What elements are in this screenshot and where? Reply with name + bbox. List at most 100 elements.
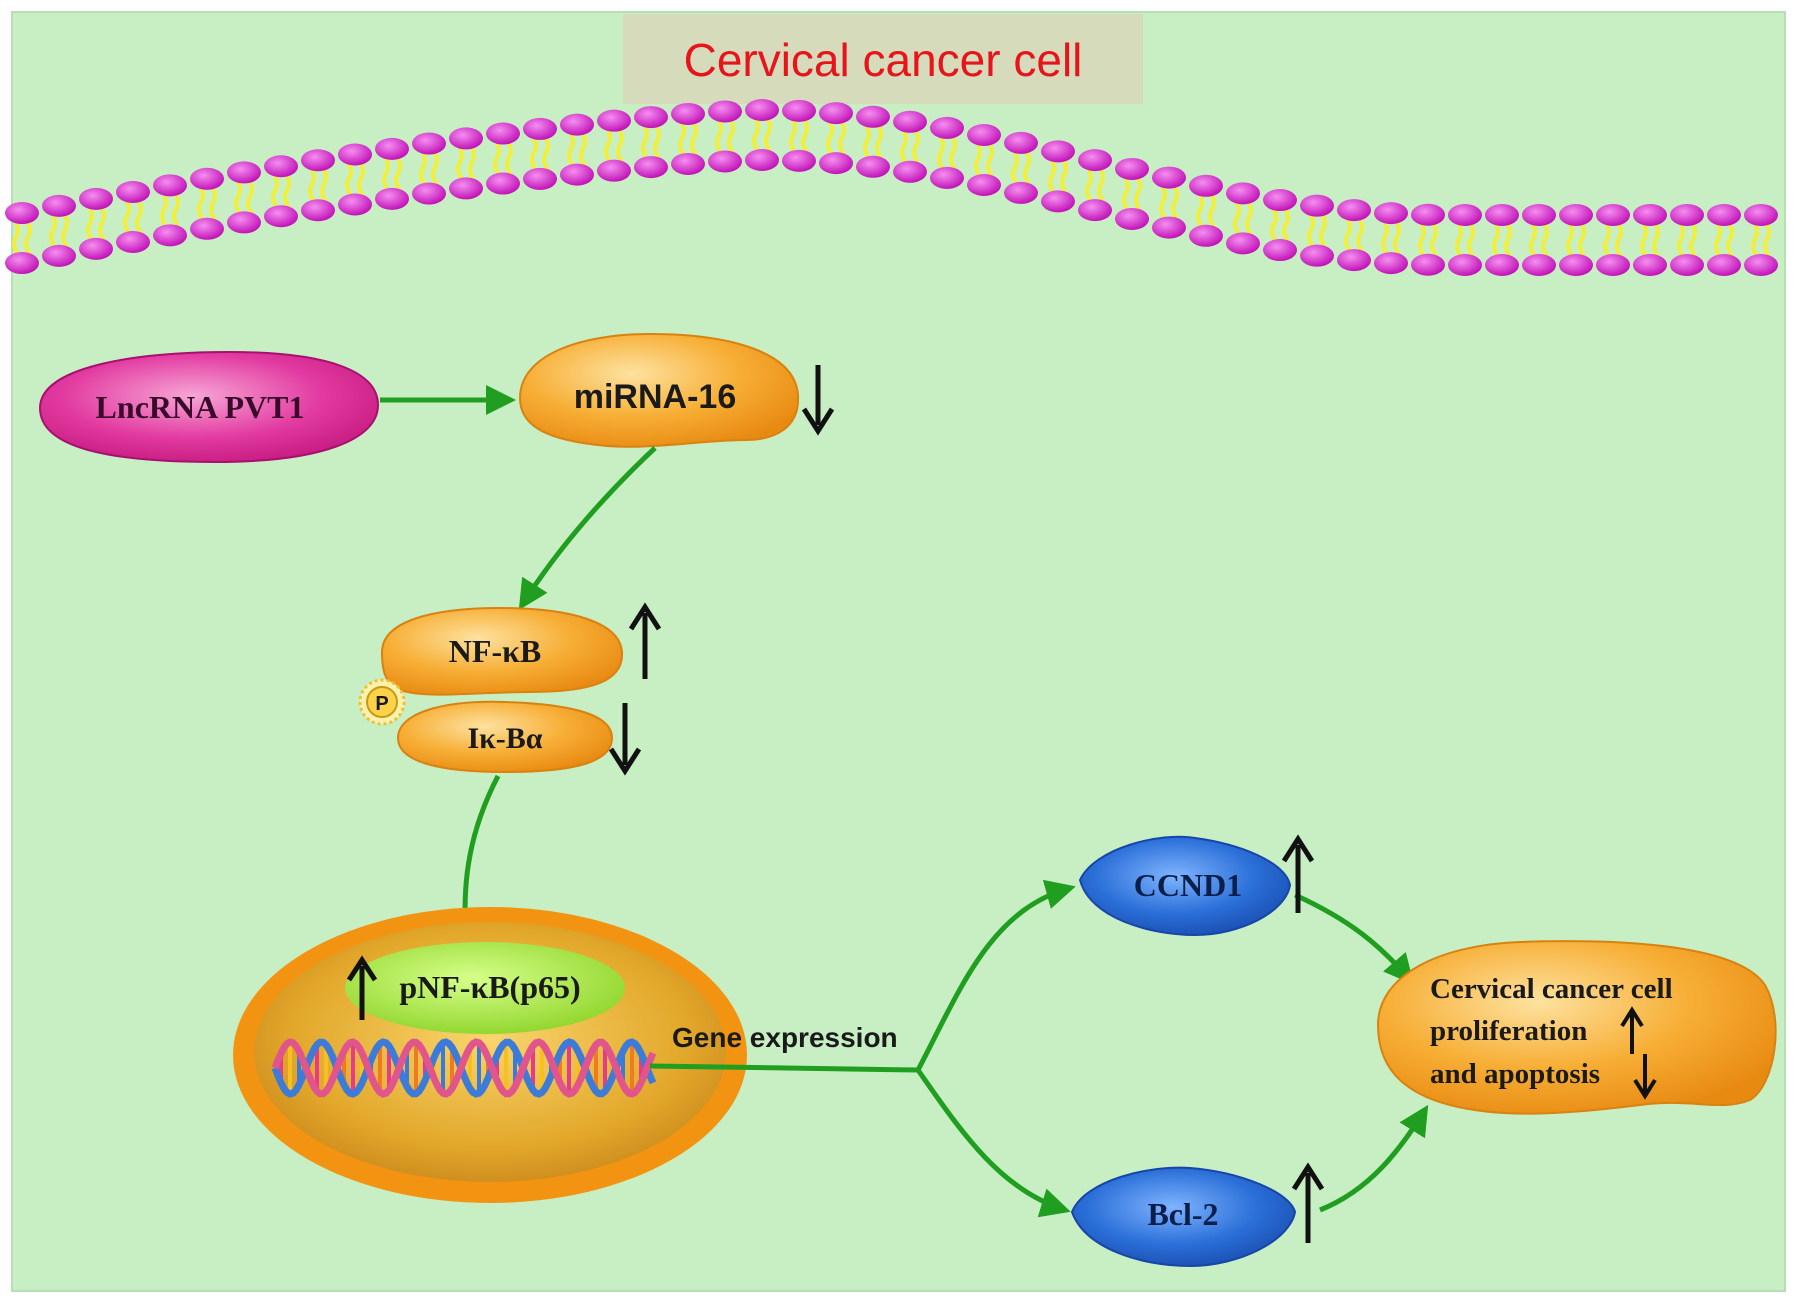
mirna-16-label: miRNA-16 xyxy=(574,378,736,416)
membrane-head xyxy=(190,167,224,190)
membrane-head xyxy=(301,149,335,172)
membrane-head xyxy=(1670,204,1704,226)
phospho-label: P xyxy=(375,693,388,715)
membrane-head xyxy=(893,160,927,183)
membrane-head xyxy=(338,193,372,216)
gene-expression-label: Gene expression xyxy=(672,1022,898,1053)
membrane-head xyxy=(1522,254,1556,276)
membrane-head xyxy=(1374,202,1408,225)
lncrna-pvt1-label: LncRNA PVT1 xyxy=(96,389,305,425)
ikba-label: Iκ-Bα xyxy=(467,722,542,755)
membrane-head xyxy=(560,113,594,136)
membrane-head xyxy=(782,149,816,172)
membrane-head xyxy=(1226,182,1260,205)
membrane-head xyxy=(523,167,557,190)
membrane-head xyxy=(42,194,76,217)
membrane-head xyxy=(634,106,668,129)
membrane-head xyxy=(745,149,779,172)
nfkb-label: NF-κB xyxy=(449,633,541,669)
membrane-head xyxy=(375,187,409,210)
outcome-line2: proliferation xyxy=(1430,1015,1587,1047)
membrane-head xyxy=(856,155,890,178)
membrane-head xyxy=(1707,204,1741,226)
ccnd1-node: CCND1 xyxy=(1078,835,1292,937)
membrane-head xyxy=(1115,157,1149,180)
ikba-node: Iκ-Bα xyxy=(396,700,614,774)
membrane-head xyxy=(449,127,483,150)
membrane-head xyxy=(930,116,964,139)
membrane-head xyxy=(301,199,335,222)
membrane-head xyxy=(597,109,631,132)
membrane-head xyxy=(1004,131,1038,154)
membrane-head xyxy=(1041,140,1075,163)
membrane-head xyxy=(1152,216,1186,239)
membrane-head xyxy=(264,155,298,178)
membrane-head xyxy=(375,137,409,160)
membrane-head xyxy=(1411,253,1445,276)
membrane-head xyxy=(1670,254,1704,276)
arrow-dna-to-branch xyxy=(649,1063,919,1073)
membrane-head xyxy=(634,156,668,179)
membrane-head xyxy=(486,172,520,195)
membrane-head xyxy=(1485,204,1519,226)
membrane-head xyxy=(1152,166,1186,189)
membrane-head xyxy=(745,99,779,122)
nfkb-node: NF-κB xyxy=(380,606,624,696)
arrow-to-bcl2 xyxy=(915,1068,1071,1218)
membrane-head xyxy=(153,224,187,247)
membrane-head xyxy=(1041,190,1075,213)
membrane-head xyxy=(819,102,853,125)
membrane-head xyxy=(449,177,483,200)
ccnd1-up-arrow xyxy=(1281,834,1315,913)
membrane-head xyxy=(153,174,187,197)
mirna-down-arrow xyxy=(801,365,835,436)
membrane-head xyxy=(1300,244,1334,267)
membrane-head xyxy=(671,152,705,175)
title-box xyxy=(623,14,1143,104)
membrane-head xyxy=(1078,149,1112,172)
mirna-16-node: miRNA-16 xyxy=(518,332,800,448)
membrane-head xyxy=(1078,199,1112,222)
arrow-mirna-to-nfkb xyxy=(518,446,657,611)
membrane-head xyxy=(930,166,964,189)
outcome-node: Cervical cancer cell proliferation and a… xyxy=(1376,940,1777,1115)
membrane-head xyxy=(1337,249,1371,272)
bcl2-node: Bcl-2 xyxy=(1070,1166,1297,1268)
membrane-head xyxy=(79,237,113,260)
membrane-head xyxy=(1226,232,1260,255)
lncrna-pvt1-node: LncRNA PVT1 xyxy=(38,350,380,464)
pnfkb-label: pNF-κB(p65) xyxy=(399,969,580,1005)
membrane-head xyxy=(597,159,631,182)
bcl2-label: Bcl-2 xyxy=(1147,1196,1218,1232)
arrow-bcl2-to-outcome xyxy=(1319,1104,1429,1213)
membrane-head xyxy=(227,211,261,234)
membrane-head xyxy=(338,143,372,166)
membrane-head xyxy=(1448,254,1482,276)
membrane-head xyxy=(264,205,298,228)
outcome-line3: and apoptosis xyxy=(1430,1058,1600,1090)
membrane-head xyxy=(412,182,446,205)
cell-membrane xyxy=(5,99,1778,276)
membrane-head xyxy=(42,244,76,267)
membrane-head xyxy=(1596,204,1630,226)
dna-strand xyxy=(271,1038,657,1098)
membrane-head xyxy=(79,187,113,210)
membrane-head xyxy=(708,100,742,123)
membrane-head xyxy=(782,99,816,122)
ccnd1-label: CCND1 xyxy=(1134,867,1242,903)
outcome-line1: Cervical cancer cell xyxy=(1430,973,1673,1005)
membrane-head xyxy=(1448,204,1482,226)
membrane-head xyxy=(1744,254,1778,276)
membrane-head xyxy=(1411,203,1445,226)
membrane-head xyxy=(967,174,1001,197)
membrane-head xyxy=(1596,254,1630,276)
membrane-head xyxy=(856,105,890,128)
membrane-head xyxy=(893,110,927,133)
apoptosis-down-arrow xyxy=(1633,1054,1657,1100)
nfkb-up-arrow xyxy=(628,602,662,679)
membrane-head xyxy=(227,161,261,184)
ikba-down-arrow xyxy=(608,703,642,776)
membrane-head xyxy=(486,122,520,145)
membrane-head xyxy=(1374,252,1408,275)
membrane-head xyxy=(819,152,853,175)
